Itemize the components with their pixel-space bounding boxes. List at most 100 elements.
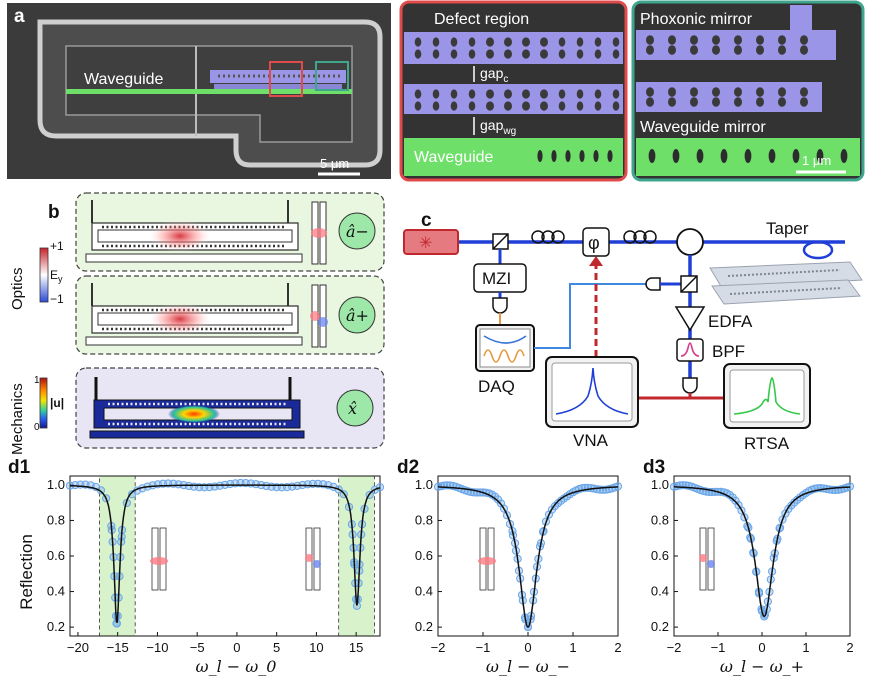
optics-device-plus	[85, 283, 328, 348]
rtsa-label: RTSA	[744, 434, 790, 453]
fiber-coil-1-icon	[531, 230, 565, 244]
mirror-hole	[756, 45, 764, 55]
defect-hole	[468, 101, 476, 111]
mirror-hole	[668, 97, 676, 107]
panel-label-d2: d2	[397, 457, 419, 478]
mirror-hole	[800, 35, 808, 45]
mirror-hole	[756, 97, 764, 107]
chip-illustration	[709, 261, 863, 305]
mirror-hole	[778, 87, 786, 97]
photodiode-1-icon	[492, 297, 508, 314]
waveguide-mirror-hole	[648, 149, 656, 163]
fit-line	[674, 486, 850, 618]
mode-x-badge	[336, 389, 374, 427]
data-point	[96, 486, 106, 495]
taper-loop-icon	[802, 240, 834, 260]
defect-hole	[522, 49, 530, 59]
panel-b-simulations: b Optics Mechanics +1 −1 Ey 1 0 |u| â−	[9, 192, 385, 455]
x-axis-label-d3: ω_l − ω_+	[720, 657, 804, 676]
zoom-panel-mirrors: Phoxonic mirror Waveguide mirror 1 μm	[631, 0, 865, 182]
x-tick-label: 1	[802, 640, 809, 655]
defect-hole	[558, 37, 566, 47]
mirror-hole	[800, 97, 808, 107]
mode-inset-icon	[305, 527, 321, 591]
defect-hole	[414, 49, 422, 59]
photodiode-2-icon	[645, 277, 661, 291]
daq-trace-blue	[483, 335, 527, 344]
y-tick-label: 0.4	[651, 584, 669, 599]
defect-hole	[576, 89, 584, 99]
x-tick-label: 2	[846, 640, 853, 655]
vna-screen	[551, 362, 633, 422]
y-tick-label: 0.8	[651, 512, 669, 527]
optics-device-minus	[85, 200, 327, 265]
mirror-hole	[734, 45, 742, 55]
vna-label: VNA	[573, 431, 609, 450]
x-tick-label: 2	[614, 640, 621, 655]
waveguide-mirror-hole	[840, 149, 848, 163]
defect-hole	[432, 89, 440, 99]
mirror-hole	[712, 35, 720, 45]
zoom-panel-defect: Defect region gapc gapwg Waveguide	[399, 0, 628, 182]
data-point	[375, 483, 385, 492]
y-tick-label: 0.6	[415, 548, 433, 563]
vna-trace	[555, 367, 629, 415]
sem-zoom-box-defect	[269, 61, 303, 97]
phase-label: φ	[588, 233, 600, 253]
y-axis-label-reflection: Reflection	[17, 534, 36, 610]
optics-colorbar	[39, 247, 49, 303]
panel-a-sem: Waveguide 5 μm a	[7, 3, 391, 179]
defect-hole	[486, 37, 494, 47]
waveguide-mirror-hole	[696, 149, 704, 163]
mech-cb-top: 1	[34, 375, 40, 386]
waveguide-hole	[593, 150, 599, 162]
defect-hole	[414, 37, 422, 47]
defect-hole	[432, 101, 440, 111]
waveguide-mirror-hole	[744, 149, 752, 163]
inset-mode-symmetric	[478, 557, 496, 565]
mirror-hole	[646, 97, 654, 107]
optics-cb-top: +1	[50, 239, 64, 253]
mode-minus-badge	[338, 212, 376, 250]
defect-hole	[468, 49, 476, 59]
reflection-electric-line	[534, 283, 654, 349]
defect-hole	[486, 49, 494, 59]
mirror-hole	[690, 97, 698, 107]
waveguide-hole	[579, 150, 585, 162]
sem-scale-label: 5 μm	[320, 156, 349, 171]
defect-hole	[540, 89, 548, 99]
mirror-hole	[778, 97, 786, 107]
mode-minus-label: â−	[346, 222, 369, 241]
sem-waveguide	[66, 89, 352, 94]
x-tick-label: 0	[524, 640, 531, 655]
defect-hole	[558, 49, 566, 59]
x-tick-label: 0	[233, 640, 240, 655]
defect-hole	[522, 101, 530, 111]
defect-hole	[432, 49, 440, 59]
optics-cb-bottom: −1	[50, 292, 64, 306]
splitter-2-diagonal	[680, 275, 698, 293]
data-point	[436, 482, 446, 491]
defect-hole	[612, 37, 620, 47]
defect-hole	[468, 37, 476, 47]
mirror-tether	[790, 5, 812, 35]
defect-hole	[594, 101, 602, 111]
fiber-coil-2-icon	[623, 230, 657, 244]
mech-cb-bottom: 0	[34, 422, 40, 433]
sem-crystal-lower	[214, 84, 342, 90]
y-tick-label: 1.0	[47, 477, 65, 492]
mech-cb-field: |u|	[50, 396, 64, 410]
mirror-hole	[734, 87, 742, 97]
defect-hole	[504, 49, 512, 59]
bpf-trace	[680, 342, 700, 357]
waveguide-mirror-label: Waveguide mirror	[640, 119, 766, 136]
laser-star-icon: ✳	[419, 235, 432, 252]
plot-frame	[437, 475, 619, 637]
defect-hole	[594, 89, 602, 99]
defect-hole	[414, 89, 422, 99]
laser-icon	[403, 229, 459, 255]
data-point	[787, 501, 796, 510]
y-tick-label: 0.2	[47, 619, 65, 634]
x-tick-label: −10	[146, 640, 168, 655]
